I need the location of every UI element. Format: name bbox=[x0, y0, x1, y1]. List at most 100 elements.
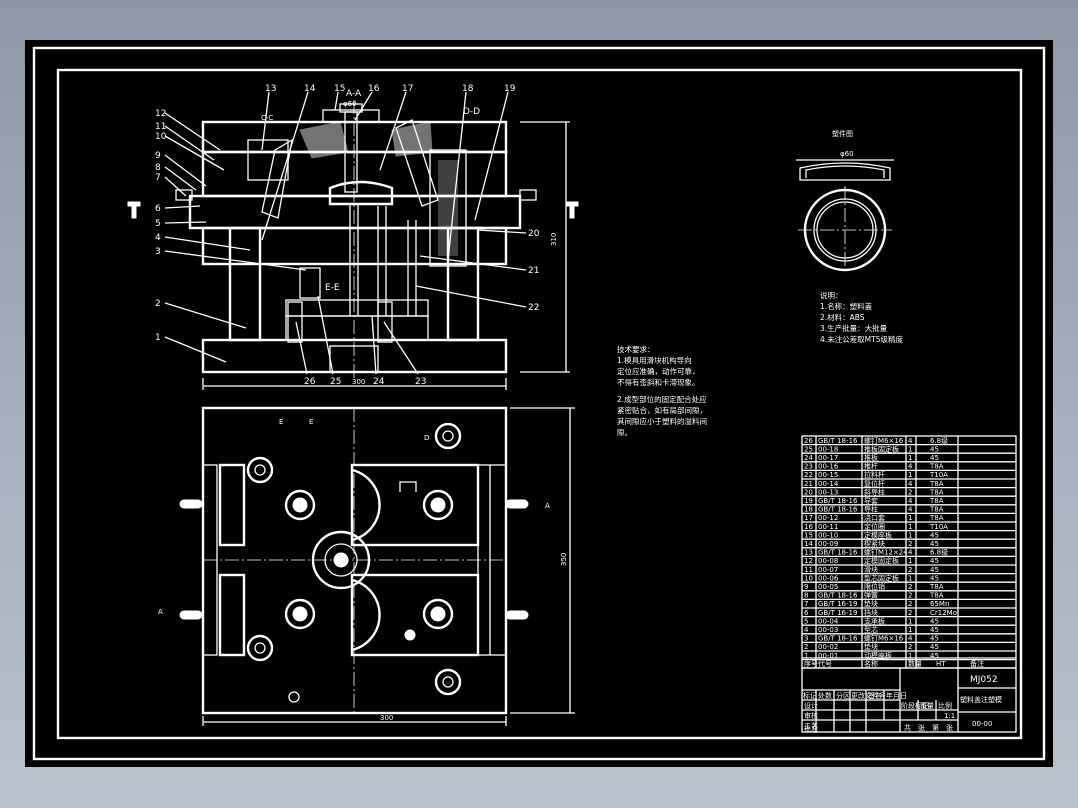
row-code: 00-13 bbox=[818, 488, 838, 496]
row-index: 6 bbox=[804, 609, 809, 617]
row-qty: 4 bbox=[908, 506, 913, 514]
part-number-left: 5 bbox=[155, 219, 161, 229]
row-name: 推板 bbox=[864, 453, 878, 462]
part-view: 塑件图 φ60 说明：1.名称：塑料盖2.材料：ABS3.生产批量：大批量4.未… bbox=[796, 129, 903, 344]
plan-d-label: D bbox=[424, 434, 429, 442]
row-index: 25 bbox=[804, 445, 813, 453]
title-scale: 1:1 bbox=[944, 712, 955, 720]
row-qty: 1 bbox=[908, 454, 912, 462]
row-name: 浇口套 bbox=[864, 513, 885, 522]
part-number-top: 15 bbox=[334, 84, 345, 94]
ejector-plate bbox=[285, 315, 429, 341]
dim-front-bottom: 300 bbox=[352, 378, 365, 386]
part-number-left: 1 bbox=[155, 333, 161, 343]
dim-plan-height: 350 bbox=[560, 553, 568, 566]
row-index: 11 bbox=[804, 566, 813, 574]
row-material: 45 bbox=[930, 557, 939, 565]
row-code: 00-10 bbox=[818, 531, 838, 539]
row-qty: 1 bbox=[908, 531, 912, 539]
row-material: 45 bbox=[930, 454, 939, 462]
row-name: 垫块 bbox=[864, 599, 878, 608]
tech-note-line: 隙。 bbox=[617, 428, 632, 437]
row-code: 00-18 bbox=[818, 445, 838, 453]
plan-e-label-left: E bbox=[279, 418, 283, 426]
part-number-right: 22 bbox=[528, 303, 539, 313]
row-material: 45 bbox=[930, 617, 939, 625]
locating-ring bbox=[322, 109, 380, 123]
row-qty: 1 bbox=[908, 557, 912, 565]
tech-note-line: 定位应准确，动作可靠， bbox=[617, 366, 700, 376]
row-code: GB/T 18-16 bbox=[818, 437, 858, 445]
tech-note-line: 2.成型部位的固定配合处应 bbox=[617, 394, 707, 404]
tb-role-label: 批准 bbox=[804, 724, 818, 733]
slide-left bbox=[247, 139, 289, 181]
row-index: 26 bbox=[804, 437, 813, 445]
row-index: 20 bbox=[804, 488, 813, 496]
row-name: 支承板 bbox=[864, 616, 885, 625]
row-material: 45 bbox=[930, 531, 939, 539]
row-index: 21 bbox=[804, 480, 813, 488]
part-number-bottom: 24 bbox=[373, 377, 385, 387]
row-qty: 2 bbox=[908, 566, 912, 574]
row-code: 00-04 bbox=[818, 617, 839, 625]
row-material: T8A bbox=[929, 463, 944, 471]
row-code: 00-14 bbox=[818, 480, 839, 488]
slot-upper-left bbox=[218, 463, 246, 547]
part-number-left: 10 bbox=[155, 132, 167, 142]
part-number-top: 17 bbox=[402, 84, 413, 94]
dim-plan-width: 300 bbox=[380, 714, 393, 722]
row-qty: 4 bbox=[908, 463, 913, 471]
tb-role-label: 审核 bbox=[804, 711, 818, 720]
row-name: 型芯固定板 bbox=[864, 573, 899, 582]
header-ht: HT bbox=[936, 660, 946, 668]
row-index: 18 bbox=[804, 506, 813, 514]
row-qty: 2 bbox=[908, 609, 912, 617]
side-stop-right bbox=[565, 201, 579, 219]
row-index: 22 bbox=[804, 471, 813, 479]
row-code: GB/T 18-16 bbox=[818, 497, 858, 505]
row-qty: 2 bbox=[908, 600, 912, 608]
row-index: 9 bbox=[804, 583, 808, 591]
row-material: T8A bbox=[929, 506, 944, 514]
row-code: 00-16 bbox=[818, 463, 839, 471]
row-material: T8A bbox=[929, 488, 944, 496]
part-number-top: 16 bbox=[368, 84, 380, 94]
row-index: 8 bbox=[804, 592, 808, 600]
title-code: MJ052 bbox=[970, 675, 998, 685]
row-code: 00-12 bbox=[818, 514, 838, 522]
row-code: 00-01 bbox=[818, 652, 838, 660]
dim-front-height: 310 bbox=[550, 233, 558, 246]
row-index: 14 bbox=[804, 540, 813, 548]
row-material: 45 bbox=[930, 643, 939, 651]
row-code: GB/T 18-16 bbox=[818, 635, 858, 643]
row-index: 16 bbox=[804, 523, 813, 531]
part-note-line: 3.生产批量：大批量 bbox=[820, 323, 888, 333]
row-qty: 2 bbox=[908, 643, 912, 651]
guide-pillar-right bbox=[429, 149, 467, 267]
row-index: 7 bbox=[804, 600, 808, 608]
part-notes: 说明：1.名称：塑料盖2.材料：ABS3.生产批量：大批量4.未注公差取MT5级… bbox=[820, 290, 903, 344]
tb-sheet-label: 张 bbox=[918, 723, 925, 732]
part-number-bottom: 25 bbox=[330, 377, 341, 387]
section-dd-label: D-D bbox=[463, 107, 480, 117]
tb-row-label: 签名 bbox=[868, 691, 882, 700]
plan-a-left-label: A bbox=[158, 608, 163, 616]
row-name: 螺钉M12×24 bbox=[864, 548, 908, 557]
tb-row-label: 年月日 bbox=[886, 691, 907, 700]
row-index: 10 bbox=[804, 574, 813, 582]
row-name: 斜导柱 bbox=[864, 487, 885, 496]
tb-sheet-label: 共 bbox=[904, 723, 911, 732]
